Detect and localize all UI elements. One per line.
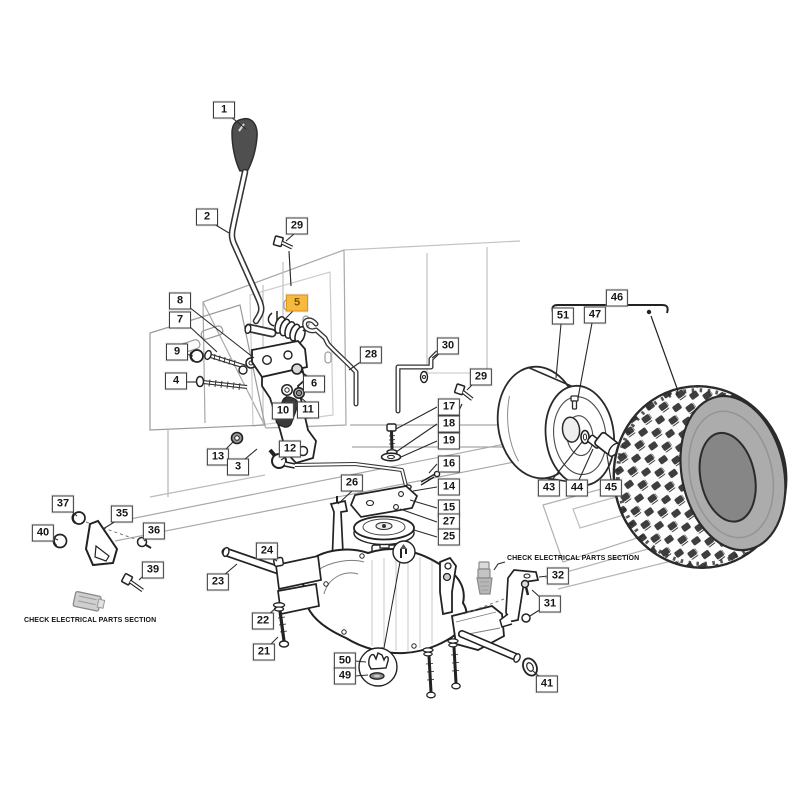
callout-23[interactable]: 23 [206,573,230,591]
callout-11[interactable]: 11 [297,401,319,419]
detail-circles [358,540,416,687]
nut-9 [189,349,204,363]
callout-29[interactable]: 29 [469,368,493,386]
callout-44[interactable]: 44 [565,479,589,497]
bolt-29-top [272,235,293,250]
callout-35[interactable]: 35 [110,505,134,523]
washer-13 [230,431,244,445]
electrical-connector-left [72,590,106,612]
nut-11 [292,386,305,399]
electrical-connector-right [476,561,493,595]
bolt-21-washers-22 [272,602,290,648]
bracket-35 [84,519,119,567]
bolts-bottom-right [422,638,461,699]
tire [612,385,788,569]
callout-41[interactable]: 41 [535,675,559,693]
callout-29[interactable]: 29 [285,217,309,235]
callout-46[interactable]: 46 [605,289,629,307]
callout-47[interactable]: 47 [583,306,607,324]
callout-21[interactable]: 21 [252,643,276,661]
ball-joint-rod [268,448,408,487]
bolt-31 [520,579,531,623]
callout-22[interactable]: 22 [251,612,275,630]
callout-13[interactable]: 13 [206,448,230,466]
callout-51[interactable]: 51 [551,307,575,325]
callout-8[interactable]: 8 [169,292,191,310]
electrical-note-1: CHECK ELECTRICAL PARTS SECTION [24,617,157,624]
rod-30 [395,350,440,414]
valve-stem [570,395,579,410]
callout-32[interactable]: 32 [546,567,570,585]
callout-45[interactable]: 45 [599,479,623,497]
callout-31[interactable]: 31 [538,595,562,613]
nut-37 [71,511,86,525]
callout-36[interactable]: 36 [142,522,166,540]
electrical-note-2: CHECK ELECTRICAL PARTS SECTION [507,555,640,562]
callout-24[interactable]: 24 [255,542,279,560]
callout-1[interactable]: 1 [213,101,235,119]
axle-23 [221,546,283,575]
callout-12[interactable]: 12 [278,440,302,458]
bracket-32 [499,569,540,628]
callout-7[interactable]: 7 [169,311,191,329]
callout-39[interactable]: 39 [141,561,165,579]
callout-14[interactable]: 14 [437,478,461,496]
bolt-17-washers [380,423,402,462]
callout-9[interactable]: 9 [166,343,188,361]
callout-37[interactable]: 37 [51,495,75,513]
callout-43[interactable]: 43 [537,479,561,497]
callout-17[interactable]: 17 [437,398,461,416]
callout-49[interactable]: 49 [333,667,357,685]
callout-2[interactable]: 2 [196,208,218,226]
rod-28 [302,317,359,407]
callout-25[interactable]: 25 [437,528,461,546]
callout-19[interactable]: 19 [437,432,461,450]
bolt-39 [121,573,144,593]
callout-40[interactable]: 40 [31,524,55,542]
callout-50[interactable]: 50 [333,652,357,670]
callout-3[interactable]: 3 [227,458,249,476]
axle-bracket-left [272,554,322,616]
brake-lever [439,556,457,616]
gear-knob [231,117,258,172]
callout-18[interactable]: 18 [437,415,461,433]
washer-10 [281,384,293,396]
callout-28[interactable]: 28 [359,346,383,364]
callout-26[interactable]: 26 [340,474,364,492]
callout-6[interactable]: 6 [303,375,325,393]
callout-5-highlighted[interactable]: 5 [286,294,308,312]
wheel-rim [496,365,616,487]
clip-50 [368,652,389,670]
nut-6 [291,363,303,375]
bolt-4 [195,375,248,391]
callout-4[interactable]: 4 [165,372,187,390]
callout-30[interactable]: 30 [436,337,460,355]
spring [267,311,309,344]
callout-16[interactable]: 16 [437,455,461,473]
nut-40 [52,533,68,549]
axle-right [458,630,521,663]
callout-10[interactable]: 10 [271,402,295,420]
bolt-29-mid [453,383,474,401]
